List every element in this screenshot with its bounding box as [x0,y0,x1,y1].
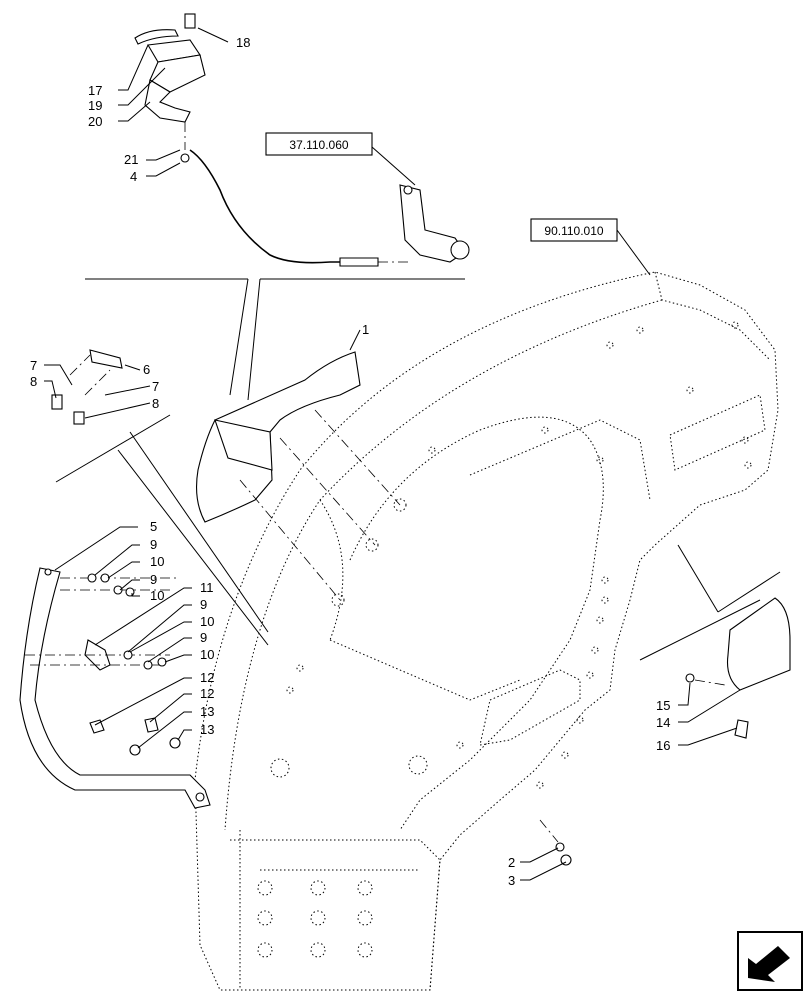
section-dividers [55,278,781,661]
fender-assembly [194,271,779,991]
callout-16: 16 [656,738,670,753]
callout-17: 17 [88,83,102,98]
fasteners [87,573,572,866]
pedal-assembly [134,13,408,267]
callout-19: 19 [88,98,102,113]
bracket-small [51,349,123,425]
callout-8: 8 [30,374,37,389]
lever-37-110-060 [399,184,470,263]
callout-10: 10 [200,614,214,629]
leader-lines [44,27,741,881]
callout-20: 20 [88,114,102,129]
reference-box-37-110-060[interactable]: 37.110.060 [265,132,373,156]
callout-11: 11 [200,580,214,595]
callout-6: 6 [143,362,150,377]
callouts: 18 17 19 20 21 4 1 7 8 6 7 8 5 9 10 9 10… [30,35,670,888]
reference-text: 90.110.010 [544,224,603,238]
callout-10: 10 [150,554,164,569]
callout-5: 5 [150,519,157,534]
callout-10: 10 [150,588,164,603]
callout-14: 14 [656,715,670,730]
callout-21: 21 [124,152,138,167]
callout-9: 9 [150,572,157,587]
step-rail [19,567,211,809]
callout-1: 1 [362,322,369,337]
callout-9: 9 [150,537,157,552]
callout-7: 7 [30,358,37,373]
reference-box-90-110-010[interactable]: 90.110.010 [530,218,618,242]
callout-12: 12 [200,686,214,701]
reference-text: 37.110.060 [289,138,348,152]
callout-9: 9 [200,630,207,645]
callout-13: 13 [200,704,214,719]
callout-7: 7 [152,379,159,394]
lens-assembly [685,597,791,739]
callout-3: 3 [508,873,515,888]
grab-handle [196,351,401,601]
callout-10: 10 [200,647,214,662]
callout-15: 15 [656,698,670,713]
arrow-back-icon[interactable] [737,931,803,991]
callout-13: 13 [200,722,214,737]
callout-2: 2 [508,855,515,870]
callout-8: 8 [152,396,159,411]
callout-18: 18 [236,35,250,50]
callout-9: 9 [200,597,207,612]
callout-12: 12 [200,670,214,685]
callout-4: 4 [130,169,137,184]
